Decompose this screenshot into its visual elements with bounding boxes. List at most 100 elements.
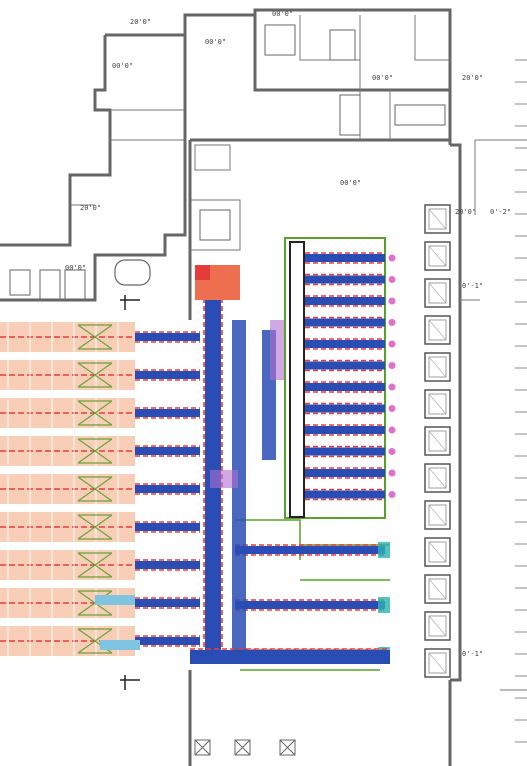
lane-end-marker [388,426,396,434]
lane-end-marker [388,276,396,283]
dock-doors [424,204,451,678]
dock-door [424,278,451,308]
dock-door [424,352,451,382]
rack-cross [77,552,113,578]
lane-end-marker [388,362,396,369]
dock-diagonal [428,208,447,230]
dock-door [424,389,451,419]
lane-end-marker [388,297,396,305]
dock-door [424,426,451,456]
lane-terminal [378,542,390,558]
dock-diagonal [428,356,447,378]
feed-lane [135,409,200,417]
dock-diagonal [428,504,447,526]
elevation-label: 00'0" [272,10,293,18]
trunk-secondary [232,320,246,660]
dock-leveler [428,430,447,452]
merge-zone [210,470,238,488]
rack-cross [77,476,113,502]
building-walls [0,8,527,766]
dock-door [424,463,451,493]
storage-racks [0,322,135,656]
dock-leveler [428,245,447,267]
feed-lane [135,447,200,455]
sorter-lane [305,404,385,413]
elevation-label: 0'-2" [490,208,511,216]
lower-lane [235,601,385,609]
rack-cross [77,400,113,426]
elevation-label: 00'0" [205,38,226,46]
elevation-label: 20'0" [462,74,483,82]
lower-lane [235,546,385,554]
room-fixtures [9,24,446,756]
dock-leveler [428,578,447,600]
feed-lane [135,637,200,645]
dock-door [424,648,451,678]
lane-end-marker [388,469,396,477]
feed-lane [135,485,200,493]
dock-leveler [428,504,447,526]
lane-end-marker [388,254,396,262]
elevation-label: 20'0" [130,18,151,26]
transfer-unit [95,595,135,605]
dock-leveler [428,282,447,304]
trunk-bottom [190,650,390,664]
dock-diagonal [428,319,447,341]
elevation-label: 0'-1" [462,650,483,658]
dock-diagonal [428,578,447,600]
dock-diagonal [428,245,447,267]
elevation-label: 00'0" [372,74,393,82]
rack-cross [77,438,113,464]
sorter-lane [305,447,385,456]
dock-door [424,537,451,567]
lane-terminal [378,597,390,613]
sorter-lane [305,426,385,434]
dock-diagonal [428,652,447,674]
elevation-label: 20'0" [80,204,101,212]
sorter-lane [305,490,385,499]
lane-end-marker [388,491,396,498]
dock-leveler [428,393,447,415]
dock-door [424,204,451,234]
sorter-lane [305,469,385,477]
dock-door [424,611,451,641]
elevation-label: 00'0" [112,62,133,70]
dock-door [424,500,451,530]
dock-leveler [428,615,447,637]
dock-leveler [428,208,447,230]
sorter-lane [305,340,385,348]
dock-door [424,241,451,271]
sorter-zone [235,237,390,671]
dock-diagonal [428,282,447,304]
elevation-labels: 20'0" 00'0" 00'0" 00'0" 00'0" 20'0" 00'0… [65,10,511,658]
feed-lane [135,561,200,569]
rack-cross [77,628,113,654]
transfer-unit [100,640,140,650]
dock-leveler [428,652,447,674]
lane-end-marker [388,383,396,391]
rack-cross [77,362,113,388]
trunk-conveyor [95,290,390,664]
dock-leveler [428,356,447,378]
dock-diagonal [428,541,447,563]
dock-leveler [428,541,447,563]
sorter-lane [305,275,385,284]
elevation-label: 20'0" [455,208,476,216]
sorter-lane [305,297,385,305]
sorter-lane [305,318,385,327]
edge-ticks [515,59,527,743]
lane-end-marker [388,448,396,455]
lane-end-marker [388,340,396,348]
rack-cross [77,514,113,540]
dock-diagonal [428,615,447,637]
feed-lane [135,333,200,341]
sorter-lane [305,361,385,370]
sorter-lane [305,254,385,262]
dock-door [424,574,451,604]
feed-lane [135,599,200,607]
dock-diagonal [428,393,447,415]
lane-end-marker [388,405,396,412]
dock-leveler [428,467,447,489]
elevation-label: 00'0" [65,264,86,272]
